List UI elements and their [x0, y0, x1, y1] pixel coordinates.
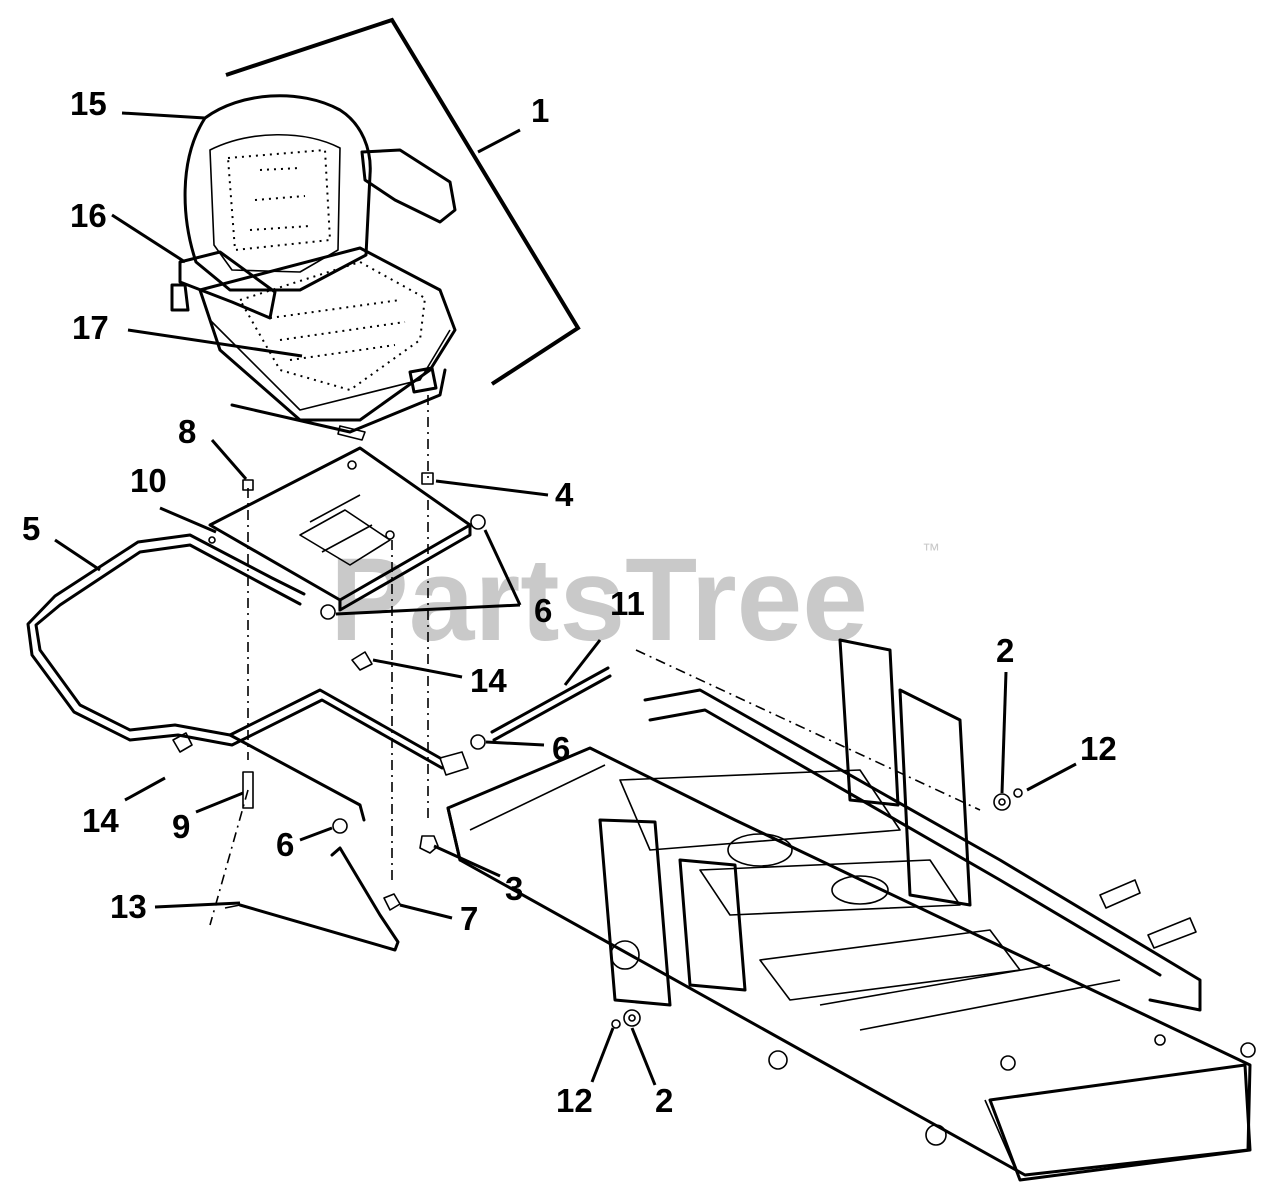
callout-14-lower: 14: [82, 802, 119, 839]
callout-6-top: 6: [534, 592, 552, 629]
callout-8: 8: [178, 413, 196, 450]
seat-pan: [208, 446, 486, 620]
mower-chassis: [446, 638, 1256, 1182]
assembly-bracket: [225, 17, 581, 386]
callout-15: 15: [70, 85, 107, 122]
leader-lines: [54, 111, 1077, 1086]
callout-6-low: 6: [276, 826, 294, 863]
callout-6-mid: 6: [552, 730, 570, 767]
callout-4: 4: [555, 476, 574, 513]
seat-frame: [26, 533, 486, 911]
callout-2-bottom: 2: [655, 1082, 673, 1119]
callout-7: 7: [460, 900, 478, 937]
callout-14-upper: 14: [470, 662, 507, 699]
callout-11: 11: [610, 585, 645, 622]
watermark-trademark: ™: [922, 540, 940, 560]
callout-16: 16: [70, 197, 107, 234]
callout-5: 5: [22, 510, 40, 547]
callout-9: 9: [172, 808, 190, 845]
callout-10: 10: [130, 462, 167, 499]
callout-2-top: 2: [996, 632, 1014, 669]
callout-3: 3: [505, 870, 523, 907]
watermark-text: PartsTree: [330, 534, 868, 666]
callout-12-top: 12: [1080, 730, 1117, 767]
callout-12-bottom: 12: [556, 1082, 593, 1119]
callout-17: 17: [72, 309, 109, 346]
callout-1: 1: [531, 92, 549, 129]
seat-assembly: [170, 94, 457, 441]
callout-13: 13: [110, 888, 147, 925]
callout-labels: 1 15 16 17 8 10 4 5 6 11 14 6 14 9 6 3 1…: [22, 85, 1117, 1119]
linkage-rods: [224, 666, 612, 952]
